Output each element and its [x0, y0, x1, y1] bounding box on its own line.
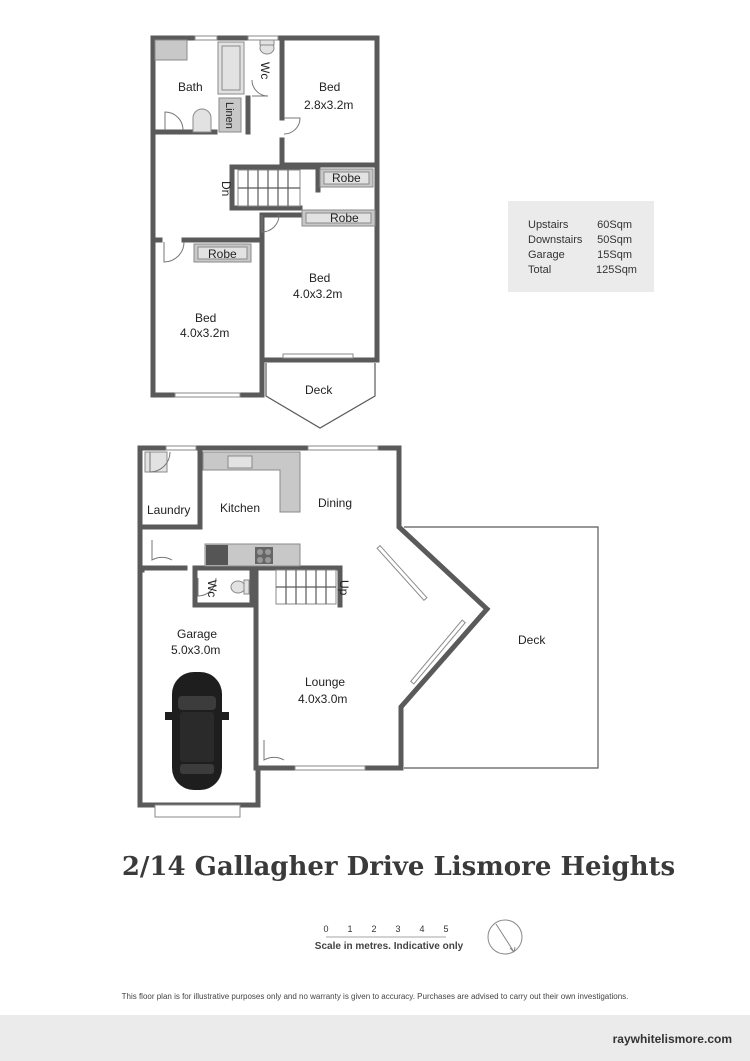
lower-stairs [275, 569, 337, 605]
area-label: Garage [528, 249, 565, 261]
bed2-window [282, 353, 354, 359]
label-lower-deck: Deck [518, 633, 546, 647]
area-label: Upstairs [528, 219, 569, 231]
label-garage-size: 5.0x3.0m [171, 643, 220, 657]
dining-window [307, 445, 379, 451]
area-value: 125Sqm [596, 264, 637, 276]
cooktop [255, 547, 273, 564]
bath-door [164, 111, 184, 131]
linen-cupboard [218, 97, 242, 133]
bed1-door [283, 117, 301, 135]
label-robe1: Robe [332, 171, 361, 185]
label-laundry: Laundry [147, 503, 190, 517]
scale-tick: 3 [395, 924, 400, 934]
label-lounge: Lounge [305, 675, 345, 689]
area-value: 15Sqm [597, 249, 632, 261]
toilet-lower [230, 580, 246, 594]
label-robe2: Robe [330, 211, 359, 225]
label-bed3: Bed [195, 311, 216, 325]
disclaimer: This floor plan is for illustrative purp… [121, 992, 629, 1001]
label-linen: Linen [223, 102, 235, 129]
label-wc-lower: Wc [205, 580, 219, 597]
upper-stairs [237, 169, 301, 207]
area-label: Downstairs [528, 234, 583, 246]
property-title: 2/14 Gallagher Drive Lismore Heights [121, 852, 676, 882]
area-value: 50Sqm [597, 234, 632, 246]
scale-tick: 1 [347, 924, 352, 934]
bed3-window [174, 392, 241, 398]
upper-floor: Bath Wc Linen Bed 2.8x3.2m Robe Dn Robe … [150, 35, 380, 429]
upper-deck [265, 363, 376, 429]
laundry-tub [144, 451, 168, 473]
shower-fixture [154, 39, 188, 61]
scale-tick: 0 [323, 924, 328, 934]
label-upper-deck: Deck [305, 383, 333, 397]
label-garage: Garage [177, 627, 217, 641]
label-bath: Bath [178, 80, 203, 94]
lower-deck [404, 526, 599, 769]
scale-tick: 2 [371, 924, 376, 934]
label-bed2-size: 4.0x3.2m [293, 287, 342, 301]
label-lounge-size: 4.0x3.0m [298, 692, 347, 706]
laundry-door [151, 540, 173, 561]
scale-tick: 5 [443, 924, 448, 934]
bed2-door [261, 214, 280, 233]
label-bed2: Bed [309, 271, 330, 285]
floor-plan: Bath Wc Linen Bed 2.8x3.2m Robe Dn Robe … [137, 35, 599, 818]
kitchen-bench [202, 451, 301, 513]
compass-icon [487, 919, 523, 955]
label-wc-upper: Wc [258, 62, 272, 79]
bed3-door [163, 241, 185, 263]
footer: raywhitelismore.com [0, 1015, 750, 1061]
label-stairs-dn: Dn [219, 181, 233, 196]
footer-url[interactable]: raywhitelismore.com [612, 1032, 732, 1046]
deck-slider-bottom [410, 619, 466, 685]
kitchen-sink [227, 455, 253, 469]
label-bed1-size: 2.8x3.2m [304, 98, 353, 112]
lounge-door [263, 740, 285, 761]
label-bed1: Bed [319, 80, 340, 94]
area-label: Total [528, 264, 552, 276]
label-dining: Dining [318, 496, 352, 510]
scale-bar: 0 1 2 3 4 5 [323, 924, 449, 938]
scale-tick: 4 [419, 924, 424, 934]
area-summary: Upstairs 60Sqm Downstairs 50Sqm Garage 1… [508, 201, 654, 292]
garage-door [154, 804, 241, 818]
label-kitchen: Kitchen [220, 501, 260, 515]
car-icon [165, 672, 229, 790]
oven [206, 545, 228, 565]
kitchen-island [204, 543, 301, 567]
area-row: Total 125Sqm [528, 264, 637, 276]
scale-note: Scale in metres. Indicative only [314, 941, 464, 952]
label-robe3: Robe [208, 247, 237, 261]
deck-slider-top [376, 544, 428, 602]
lower-floor: Laundry Kitchen Dining Wc Up Garage 5.0x… [137, 445, 599, 818]
area-row: Garage 15Sqm [528, 249, 632, 261]
vanity-basin [192, 108, 212, 133]
label-bed3-size: 4.0x3.2m [180, 326, 229, 340]
area-value: 60Sqm [597, 219, 632, 231]
area-row: Upstairs 60Sqm [528, 219, 632, 231]
area-row: Downstairs 50Sqm [528, 234, 632, 246]
wc-door-lower [197, 577, 217, 597]
label-stairs-up: Up [337, 580, 351, 596]
